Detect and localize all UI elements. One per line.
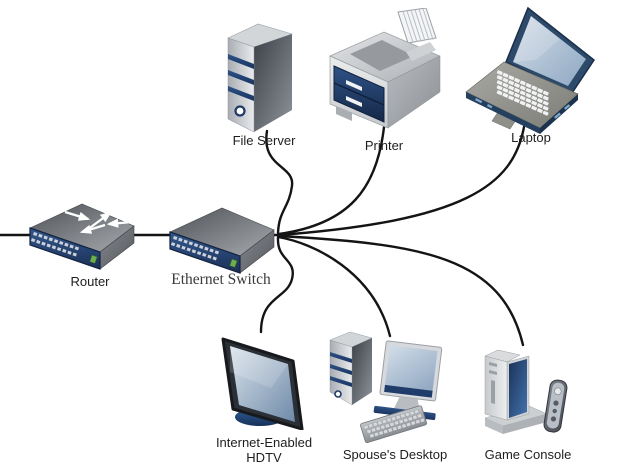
label-internet-enabled-hdtv: Internet-Enabled HDTV [215, 435, 313, 465]
file-server-icon [227, 23, 293, 133]
laptop-screen [513, 16, 586, 86]
hdtv-icon [221, 337, 304, 431]
switch-front-panel [169, 231, 241, 274]
printer-output-slot [406, 42, 436, 61]
console-body [484, 349, 530, 421]
desktop-monitor [373, 340, 443, 421]
printer-paper-trays [333, 65, 385, 123]
desktop-tower [329, 331, 373, 406]
edge-switch-printer [277, 125, 386, 236]
label-game-console: Game Console [484, 447, 572, 462]
desktop-icon [329, 331, 443, 444]
laptop-front-edge [466, 92, 540, 134]
game-console-icon [484, 349, 568, 434]
label-spouses-desktop: Spouse's Desktop [342, 447, 448, 462]
edge-switch-hdtv [259, 236, 294, 334]
label-laptop: Laptop [511, 130, 551, 145]
console-remote [543, 379, 568, 433]
server-power-button [234, 105, 246, 117]
server-front-face [227, 37, 255, 133]
console-front-panel [509, 359, 527, 418]
node-printer [322, 7, 448, 138]
router-icon [29, 203, 135, 270]
node-ethernet-switch [166, 200, 278, 278]
printer-top-inset [350, 40, 414, 71]
laptop-icon [465, 6, 596, 134]
console-vents [489, 362, 497, 404]
switch-status-sticker [229, 258, 238, 268]
label-file-server: File Server [232, 133, 296, 148]
edge-switch-laptop [277, 125, 526, 237]
desktop-power-button [334, 390, 342, 398]
node-file-server [220, 18, 300, 140]
router-status-sticker [89, 254, 98, 264]
label-printer: Printer [364, 138, 404, 153]
printer-side-face [387, 55, 441, 129]
node-router [26, 196, 138, 274]
edge-switch-desktop [276, 235, 392, 338]
tv-screen-sheen [230, 346, 288, 388]
label-ethernet-switch: Ethernet Switch [171, 271, 271, 288]
node-spouses-desktop [326, 328, 444, 444]
node-game-console [478, 342, 570, 442]
edge-switch-file-server [265, 129, 294, 235]
printer-foot [336, 106, 352, 121]
ethernet-switch-icon [169, 207, 275, 274]
server-side-face [254, 34, 292, 132]
printer-paper-sheets [397, 7, 437, 44]
node-internet-enabled-hdtv [213, 330, 305, 431]
desktop-keyboard [360, 405, 427, 444]
printer-icon [329, 7, 441, 129]
router-front-panel [29, 227, 101, 270]
laptop-screen-sheen [513, 16, 560, 62]
laptop-port-lights [474, 98, 571, 119]
label-router: Router [70, 274, 110, 289]
tv-screen [230, 346, 295, 422]
router-arrows-glyph [64, 210, 133, 234]
server-drive-stripes [228, 54, 254, 101]
edge-switch-game-console [277, 234, 525, 347]
node-laptop [458, 4, 616, 136]
